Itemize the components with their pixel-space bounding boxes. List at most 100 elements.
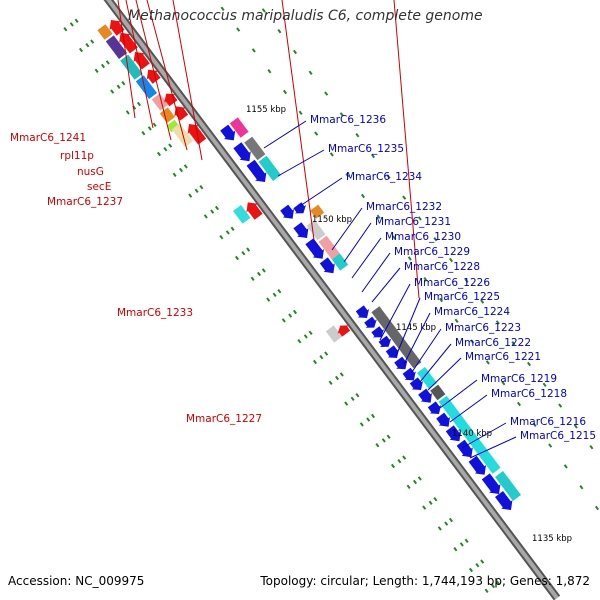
ruler-dot [282,89,288,95]
ruler-dot [303,334,308,339]
scale-tick-label: 1135 kbp [532,534,572,544]
ruler-dot [157,151,161,157]
gene-feature [495,491,513,510]
ruler-dot [230,226,235,231]
gene-feature [293,202,306,214]
ruler-dot [203,214,208,219]
ruler-dot [417,476,422,481]
scale-tick-label: 1150 kbp [312,215,352,225]
ruler-dot [464,278,469,283]
ruler-dot [480,299,485,304]
gene-feature [364,316,377,328]
gene-feature [310,204,325,219]
ruler-dot [407,256,412,261]
ruler-dot [94,68,99,74]
gene-label-leader [172,0,203,161]
gene-feature [409,377,423,390]
gene-label-forward: MmarC6_1232 [366,201,442,213]
ruler-dot [172,172,177,177]
gene-feature [109,20,125,36]
gene-label-forward: MmarC6_1221 [465,351,541,363]
gene-feature [385,345,399,358]
ruler-dot [90,39,95,44]
ruler-dot [105,60,110,65]
ruler-dot [110,89,115,94]
gene-label-reverse: MmarC6_1237 [47,196,123,208]
gene-feature [318,235,340,260]
gene-feature [394,356,408,370]
gene-feature [135,75,157,99]
gene-feature [171,123,193,147]
ruler-dot [236,27,241,32]
gene-feature [229,117,249,138]
ruler-dot [220,6,225,12]
gene-feature [293,222,309,238]
gene-label-leader [371,267,401,303]
ruler-dot [266,297,271,302]
ruler-dot [183,164,188,169]
ruler-dot [579,485,584,490]
gene-label-leader [361,252,391,293]
gene-label-leader [393,0,420,299]
ruler-dot [292,49,298,55]
ruler-dot [468,567,474,573]
gene-label-leader [419,343,452,383]
gene-label-reverse: nusG [77,166,104,178]
gene-feature [146,69,161,84]
gene-label-reverse: secE [87,181,111,193]
gene-feature [427,401,441,414]
scale-tick-label: 1155 kbp [246,105,286,115]
ruler-dot [256,271,262,277]
gene-label-forward: MmarC6_1229 [394,246,470,258]
ruler-dot [235,255,239,261]
ruler-dot [402,455,407,460]
gene-label-leader [331,207,363,251]
ruler-dot [366,417,371,422]
ruler-dot [199,185,204,190]
ruler-dot [360,193,366,199]
ruler-dot [453,546,458,552]
ruler-dot [532,422,537,427]
ruler-dot [312,359,318,365]
gene-label-leader [135,0,172,141]
ruler-dot [526,361,532,367]
accession-text: Accession: NC_009975 [8,574,145,588]
gene-label-leader [277,149,325,177]
ruler-dot [63,27,68,32]
gene-label-forward: MmarC6_1218 [491,388,567,400]
gene-feature [378,335,392,347]
gene-feature [105,35,127,59]
ruler-dot [464,538,469,544]
gene-label-leader [379,283,411,341]
ruler-dot [297,339,302,344]
gene-feature [306,219,326,241]
ruler-dot [344,401,349,406]
ruler-dot [355,133,360,138]
gene-feature [325,325,343,343]
ruler-dot [444,521,449,526]
gene-feature [305,238,324,259]
gene-label-reverse: MmarC6_1227 [186,413,262,425]
ruler-dot [573,424,578,429]
ruler-dot [370,153,376,159]
gene-feature [280,204,294,219]
ruler-dot [589,445,594,450]
ruler-dot [448,517,454,523]
gene-feature [246,202,263,220]
map-title: Methanococcus maripaludis C6, complete g… [128,8,483,24]
ruler-dot [490,583,496,589]
ruler-dot [308,330,313,335]
gene-feature [456,439,473,458]
ruler-dot [402,195,407,200]
gene-feature [436,412,450,427]
gene-label-leader [263,120,307,149]
gene-feature [418,388,432,403]
ruler-dot [370,413,376,419]
gene-label-leader [461,422,507,449]
ruler-dot [324,351,329,356]
ruler-dot [69,22,74,27]
gene-feature [233,142,251,162]
ruler-dot [251,48,256,53]
ruler-dot [412,479,418,485]
